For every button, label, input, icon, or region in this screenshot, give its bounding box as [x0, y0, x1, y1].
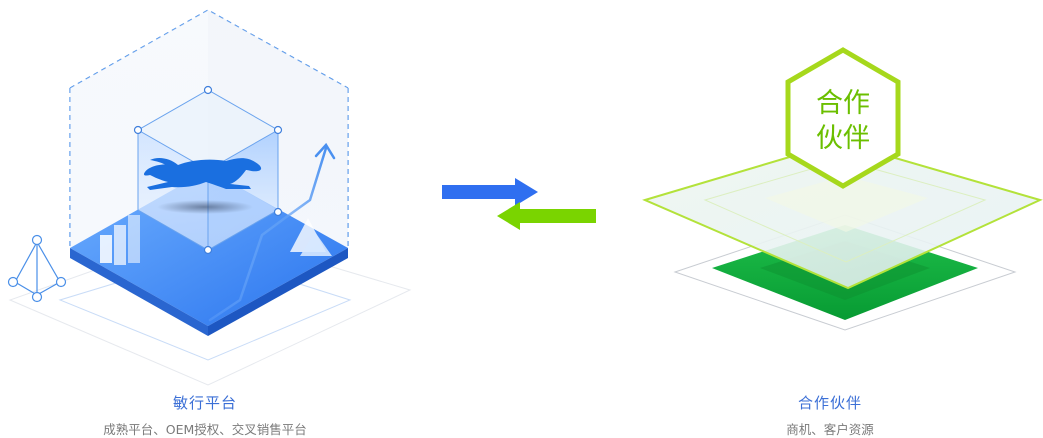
- network-icon: [7, 234, 67, 303]
- partner-caption: 合作伙伴 商机、客户资源: [740, 392, 920, 438]
- bar-chart-icon: [100, 215, 140, 265]
- badge-line-2: 伙伴: [816, 123, 870, 154]
- blue-arrow: [442, 178, 538, 206]
- platform-title: 敏行平台: [172, 394, 237, 412]
- trend-arrow-icon: [208, 142, 336, 322]
- exchange-arrows-icon: [442, 178, 596, 230]
- glass-plate-inner: [703, 159, 987, 263]
- floor-grid: [8, 229, 412, 386]
- platform-desc: 成熟平台、OEM授权、交叉销售平台: [103, 422, 307, 437]
- cheetah-icon: [143, 157, 262, 190]
- mountain-icon: [290, 218, 332, 256]
- green-arrow: [497, 202, 596, 230]
- partner-desc: 商机、客户资源: [786, 422, 874, 437]
- badge-line-1: 合作: [816, 88, 870, 119]
- platform-caption: 敏行平台 成熟平台、OEM授权、交叉销售平台: [80, 392, 330, 438]
- platform-illustration: [7, 9, 412, 386]
- partner-title: 合作伙伴: [797, 394, 862, 412]
- blue-base-right: [208, 248, 348, 336]
- hexagon-badge-icon: 合作 伙伴: [785, 47, 901, 189]
- outer-dashed-cube: [69, 9, 349, 248]
- partner-illustration: 合作 伙伴: [642, 47, 1043, 331]
- cheetah-shadow: [157, 200, 253, 214]
- glass-plate-center: [765, 176, 928, 232]
- blue-base-left: [70, 248, 208, 336]
